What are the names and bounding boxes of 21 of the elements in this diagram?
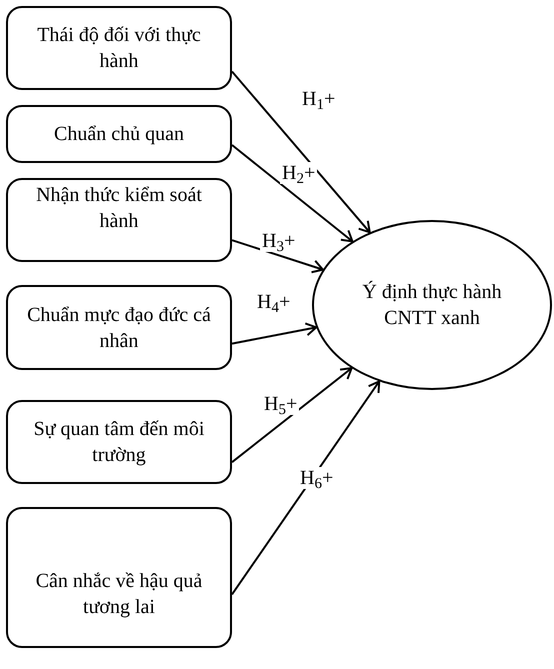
construct-box [6, 105, 232, 163]
node-label: Nhận thức kiểm soát hành [35, 183, 203, 234]
arrow [232, 239, 324, 274]
arrow [231, 380, 380, 595]
node-label: Chuẩn mực đạo đức cá nhân [26, 302, 212, 354]
construct-box [6, 400, 232, 484]
node-label: Sự quan tâm đến môi trường [32, 417, 206, 468]
arrow [231, 367, 353, 463]
construct-box [6, 6, 232, 90]
edge-label: H$_{6}$+ [298, 467, 336, 489]
edge-label: H$_{2}$+ [280, 162, 318, 184]
arrow [231, 70, 371, 234]
construct-box [6, 507, 232, 648]
construct-box [6, 178, 232, 262]
arrow [232, 322, 318, 345]
construct-box [6, 285, 232, 370]
node-label: Thái độ đối với thực hành [36, 23, 202, 74]
node-label: Chuẩn chủ quan [54, 122, 184, 147]
node-label: Ý định thực hành CNTT xanh [361, 280, 503, 331]
arrow [231, 144, 354, 242]
node-label: Cân nhắc về hậu quả tương lai [34, 568, 204, 620]
